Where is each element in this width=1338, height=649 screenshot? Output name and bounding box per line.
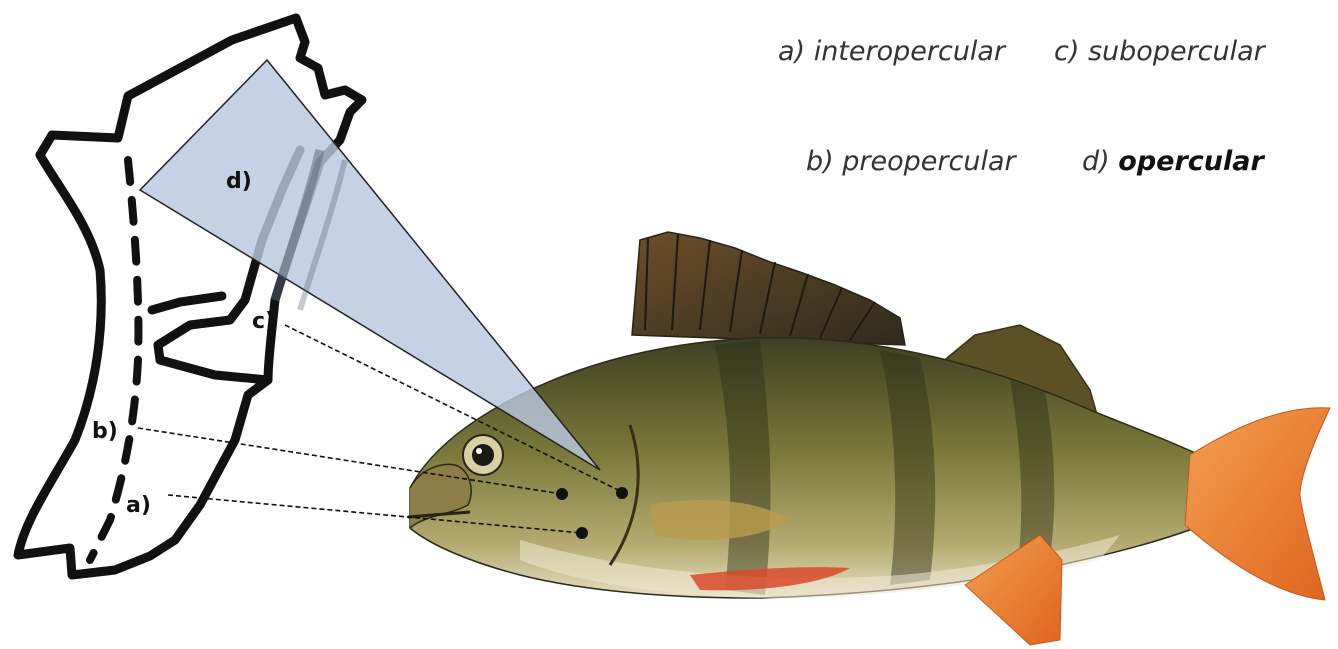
legend-item-d: d) opercular <box>1082 146 1264 177</box>
legend-item-b: b) preopercular <box>806 146 1016 177</box>
label-c: c) <box>252 309 275 334</box>
caudal-fin <box>1185 408 1330 600</box>
legend-key-b: b) <box>806 146 834 177</box>
anchor-dot-b <box>556 488 568 500</box>
opercular-bone-outline <box>18 18 362 575</box>
legend-item-c: c) subopercular <box>1054 36 1265 67</box>
fish-eye-glint <box>476 448 482 454</box>
anchor-dot-a <box>576 527 588 539</box>
legend-key-a: a) <box>778 36 805 67</box>
label-d: d) <box>226 169 252 194</box>
legend-name-c: subopercular <box>1088 36 1265 67</box>
bone-outline-inner <box>152 296 222 310</box>
label-b: b) <box>92 419 118 444</box>
legend-key-d: d) <box>1082 146 1110 177</box>
fish-pupil <box>472 444 494 466</box>
legend-name-b: preopercular <box>842 146 1015 177</box>
anchor-dot-c <box>616 487 628 499</box>
legend-item-a: a) interopercular <box>778 36 1005 67</box>
perch-fish <box>408 232 1330 645</box>
opercular-highlight <box>140 60 600 470</box>
label-a: a) <box>126 493 151 518</box>
legend-name-a: interopercular <box>814 36 1005 67</box>
legend-key-c: c) <box>1054 36 1079 67</box>
legend-name-d: opercular <box>1118 146 1264 177</box>
